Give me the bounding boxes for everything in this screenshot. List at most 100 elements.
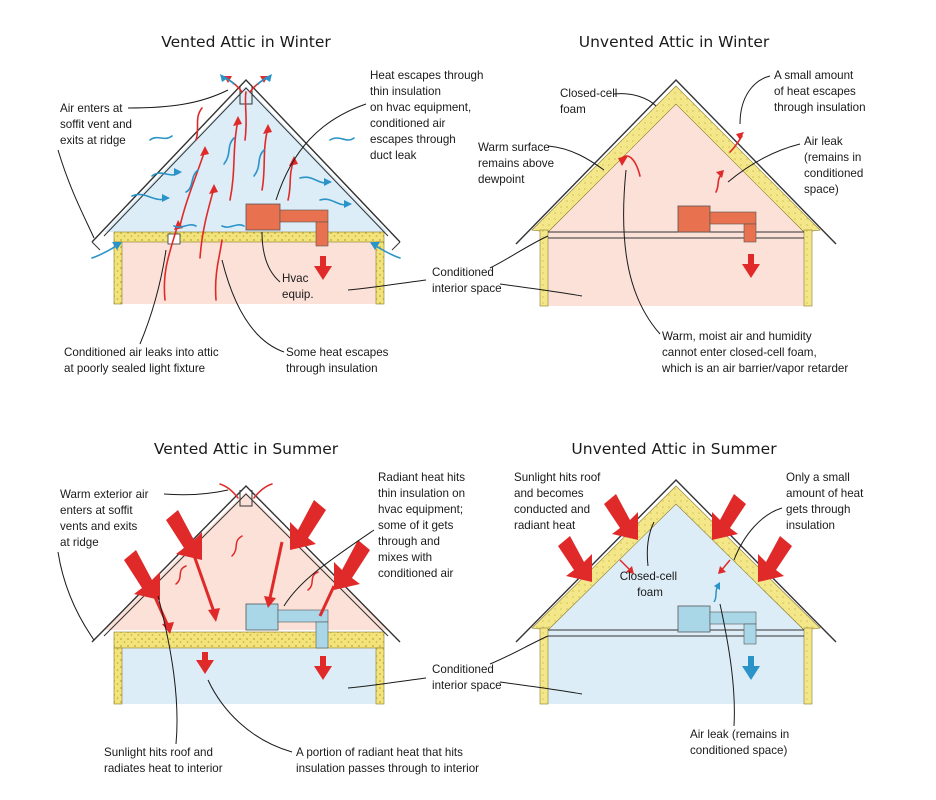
wall-right (803, 229, 813, 307)
interior-space (548, 232, 804, 306)
wall-left (113, 241, 123, 305)
leader-air-enters (127, 89, 229, 109)
leader-air-leak (727, 143, 801, 183)
wall-left (539, 627, 549, 705)
interior-space (122, 240, 376, 304)
label-conditioned-top: Conditioned interior space (432, 266, 502, 295)
label-hvac: Hvac equip. (282, 272, 314, 301)
label-closed-cell: Closed-cell foam (620, 570, 681, 599)
duct-horizontal (277, 609, 329, 623)
leader-conditioned-bottom-right (489, 635, 549, 665)
wall-right (803, 627, 813, 705)
panel-vented-summer: Vented Attic in Summer (57, 440, 479, 775)
duct-vertical (315, 621, 329, 649)
leader-closed-cell (646, 521, 655, 567)
label-conditioned-bottom-group: Conditioned interior space (347, 635, 583, 695)
duct-vertical (743, 223, 757, 243)
closed-cell-foam-roof (531, 485, 821, 631)
label-portion-radiant: A portion of radiant heat that hits insu… (296, 746, 479, 775)
leader-warm-surface (547, 145, 605, 171)
label-closed-cell: Closed-cell foam (560, 87, 621, 116)
attic-floor-insulation (113, 631, 385, 649)
label-sunlight-conducted: Sunlight hits roof and becomes conducted… (514, 471, 604, 532)
duct-vertical (315, 221, 329, 247)
ridge-vent (239, 490, 253, 507)
attic-floor-insulation (113, 231, 385, 243)
leader-sunlight-radiates (157, 595, 178, 745)
label-some-heat: Some heat escapes through insulation (286, 346, 392, 375)
label-air-leak: Air leak (remains in conditioned space) (804, 135, 867, 196)
panel-title: Unvented Attic in Summer (571, 440, 777, 458)
panel-title: Vented Attic in Winter (161, 33, 331, 51)
leader-some-heat (221, 259, 285, 353)
leader-only-small (733, 507, 783, 561)
label-warm-exterior: Warm exterior air enters at soffit vents… (60, 488, 152, 549)
label-heat-escapes: Heat escapes through thin insulation on … (370, 69, 487, 162)
duct-horizontal (709, 611, 757, 625)
hvac-unit (677, 205, 711, 233)
roof-outer (515, 78, 837, 245)
wall-right (375, 647, 385, 705)
leader-warm-exterior (163, 489, 229, 496)
leader-radiant-hits (283, 529, 375, 607)
roof-outer (91, 78, 401, 243)
cool-leak-arrow (742, 656, 760, 680)
panel-title: Vented Attic in Summer (154, 440, 339, 458)
hvac-unit (245, 203, 281, 231)
wall-right (375, 241, 385, 305)
roof-inner (103, 87, 389, 237)
leader-moist-air (623, 169, 661, 335)
label-conditioned-top-group: Conditioned interior space (347, 235, 583, 297)
label-conditioned-leak: Conditioned air leaks into attic at poor… (64, 346, 222, 375)
roof-outer (515, 479, 837, 643)
label-conditioned-bottom: Conditioned interior space (432, 663, 502, 692)
duct-leak-arrow (314, 256, 332, 280)
leader-conditioned-top-right2 (499, 283, 583, 297)
hvac-unit (677, 605, 711, 633)
label-sunlight-radiates: Sunlight hits roof and radiates heat to … (104, 746, 223, 775)
attic-space (548, 504, 804, 630)
air-leak-arrowhead (714, 582, 720, 590)
duct-leak-arrow (742, 254, 760, 278)
panel-unvented-summer: Unvented Attic in Summer (514, 440, 864, 757)
leader-conditioned-top-left (347, 279, 427, 291)
leader-hvac (261, 231, 281, 283)
duct-horizontal (279, 209, 329, 223)
interior-space (548, 630, 804, 704)
leader-air-soffit (57, 149, 95, 239)
leader-conditioned-top-right (489, 235, 549, 269)
panel-vented-winter: Vented Attic in Winter (57, 33, 487, 375)
closed-cell-foam-roof (531, 85, 821, 233)
attic-space (104, 492, 388, 630)
attic-space (548, 104, 804, 232)
small-heat-arrowheads (626, 566, 726, 574)
soffit-vent-right (391, 241, 401, 251)
heat-squiggles (175, 483, 319, 591)
leader-warm-exterior-soffit (57, 551, 95, 641)
leader-small-heat (739, 75, 771, 125)
air-arrowheads (112, 74, 380, 250)
leader-conditioned-bottom-right2 (499, 681, 583, 695)
label-radiant-hits: Radiant heat hits thin insulation on hva… (378, 471, 468, 580)
heat-arrowheads (618, 132, 744, 178)
interior-space (122, 648, 376, 704)
duct-horizontal (709, 211, 757, 225)
label-small-heat: A small amount of heat escapes through i… (774, 69, 866, 114)
panel-title: Unvented Attic in Winter (579, 33, 770, 51)
soffit-vent-left (91, 241, 101, 251)
leader-portion-radiant (207, 679, 293, 753)
label-moist-air: Warm, moist air and humidity cannot ente… (661, 330, 848, 375)
radiant-arrows (148, 541, 336, 627)
label-warm-surface: Warm surface remains above dewpoint (478, 141, 557, 186)
leader-conditioned-leak (139, 249, 167, 345)
duct-vertical (743, 623, 757, 645)
attic-space (104, 86, 388, 232)
wall-left (113, 647, 123, 705)
leader-conditioned-bottom-left (347, 677, 427, 689)
hvac-unit (245, 603, 279, 631)
leader-closed-cell (613, 93, 657, 107)
panel-unvented-winter: Unvented Attic in Winter Closed-cell foa… (478, 33, 867, 375)
sun-arrows (124, 500, 370, 600)
